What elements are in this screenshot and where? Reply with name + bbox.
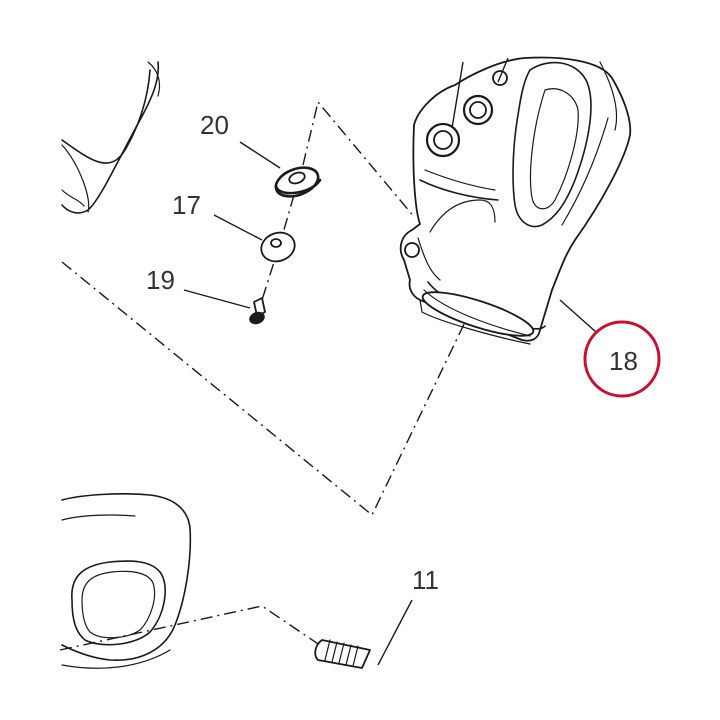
assembly-centerlines (59, 100, 469, 653)
bottom-left-bracket-part (61, 493, 192, 669)
spacer-part-17 (260, 231, 296, 263)
highlight-ring (583, 320, 661, 398)
housing-cover-part-18 (399, 56, 632, 345)
callout-label-18: 18 (609, 346, 638, 376)
callout-label-17: 17 (172, 190, 201, 220)
leader-lines (183, 57, 597, 666)
washer-part-20 (274, 166, 322, 198)
top-left-bracket-part (61, 61, 161, 214)
bolt-part-11 (314, 639, 371, 669)
callout-label-20: 20 (200, 110, 229, 140)
callout-label-19: 19 (146, 265, 175, 295)
screw-part-19 (249, 297, 266, 325)
callout-label-11: 11 (412, 565, 439, 595)
